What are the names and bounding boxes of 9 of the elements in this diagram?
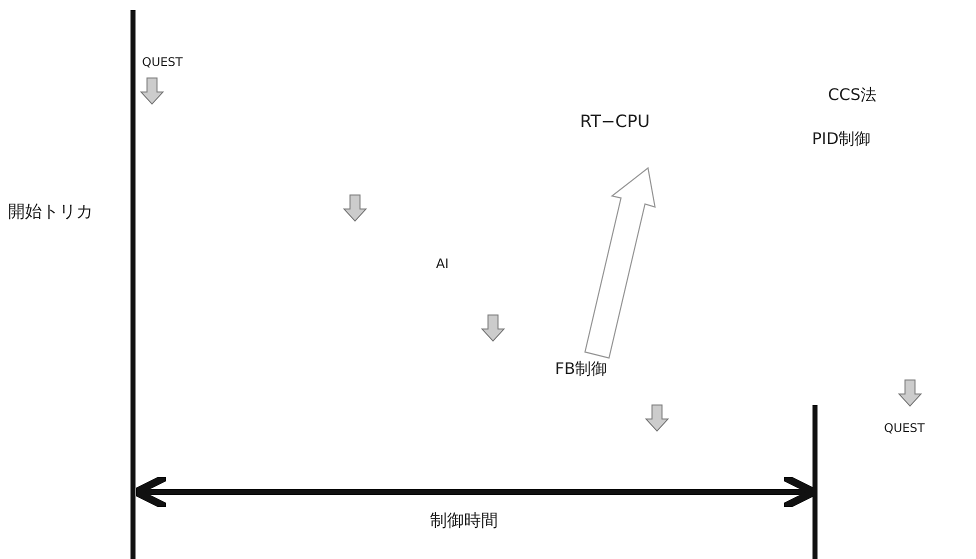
- heading-text: RT−CPU: [580, 113, 650, 132]
- method-label: PID制御: [812, 130, 871, 148]
- axis-label: 制御時間: [430, 512, 498, 531]
- label-text: QUEST: [142, 56, 183, 70]
- label-text: QUEST: [884, 422, 925, 436]
- method-label: CCS法: [828, 86, 876, 104]
- axis-label: 開始トリカ: [8, 203, 93, 222]
- label-text: AI: [436, 258, 449, 272]
- label-text: FB制御: [555, 360, 608, 378]
